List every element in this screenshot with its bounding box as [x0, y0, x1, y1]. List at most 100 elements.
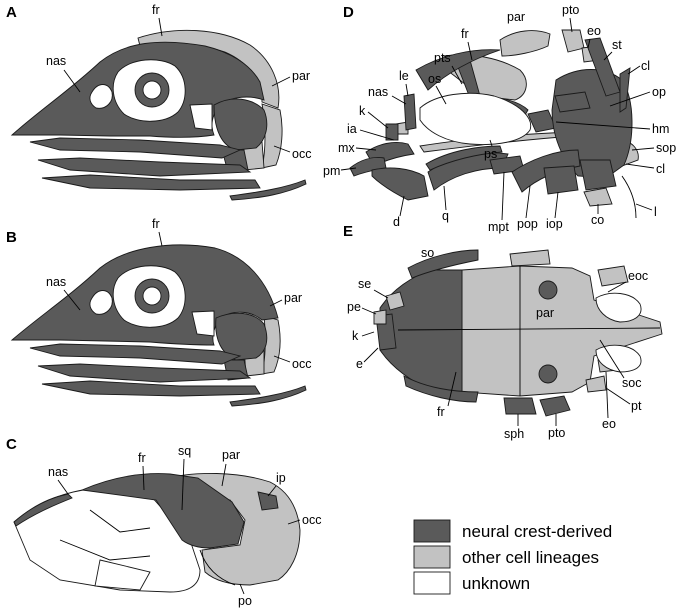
panel-c-label-nas: nas [48, 465, 68, 479]
panel-b-upper-jaw [30, 344, 240, 364]
panel-e-label-par: par [536, 306, 554, 320]
panel-d-label-os: os [428, 72, 441, 86]
panel-a-upper-jaw [30, 138, 240, 158]
panel-d-parietal [500, 31, 550, 56]
panel-d-kinethmoid [386, 124, 398, 140]
panel-c-letter: C [6, 436, 17, 453]
panel-e-par-foramen-bottom [539, 365, 557, 383]
panel-b-lower-jaw [38, 364, 250, 382]
panel-e-label-sph: sph [504, 427, 524, 441]
panel-d-label-eo: eo [587, 24, 601, 38]
panel-c-leader-po [240, 584, 244, 594]
panel-d-label-st: st [612, 38, 622, 52]
panel-e-leader-pt [606, 388, 630, 404]
panel-d: D par pto eo [323, 3, 676, 234]
panel-d-pterotic [562, 30, 584, 52]
panel-d-label-mpt: mpt [488, 220, 509, 234]
panel-e-leader-k [362, 332, 374, 336]
panel-d-label-op: op [652, 85, 666, 99]
panel-d-label-cl-top: cl [641, 59, 650, 73]
panel-a-label-fr: fr [152, 3, 160, 17]
panel-d-label-co: co [591, 213, 604, 227]
panel-d-label-k: k [359, 104, 366, 118]
panel-e-label-soc: soc [622, 376, 641, 390]
panel-d-leader-k [368, 112, 388, 128]
panel-d-leader-q [444, 186, 446, 210]
panel-d-nasal [404, 94, 416, 130]
panel-d-label-d: d [393, 215, 400, 229]
panel-b-pupil [143, 287, 161, 305]
panel-d-co [584, 188, 612, 206]
panel-c-leader-nas [58, 480, 68, 494]
panel-d-label-q: q [442, 209, 449, 223]
panel-d-label-cl-bottom: cl [656, 162, 665, 176]
panel-d-label-pm: pm [323, 164, 340, 178]
panel-e-leader-e [364, 348, 378, 362]
panel-d-l-rod [622, 176, 636, 218]
panel-d-label-pto: pto [562, 3, 579, 17]
panel-d-label-sop: sop [656, 141, 676, 155]
panel-e-leader-se [374, 290, 388, 298]
panel-d-leader-le [406, 84, 408, 96]
panel-d-leader-iop [555, 192, 558, 218]
panel-e-label-eoc: eoc [628, 269, 648, 283]
panel-a-postorbital [214, 99, 267, 150]
panel-e-label-se: se [358, 277, 371, 291]
panel-e-label-pt: pt [631, 399, 642, 413]
panel-b-label-occ: occ [292, 357, 311, 371]
panel-c-label-po: po [238, 594, 252, 608]
panel-a-label-par: par [292, 69, 310, 83]
panel-a-label-occ: occ [292, 147, 311, 161]
panel-a-lower-jaw [38, 158, 250, 176]
panel-d-leader-mpt [502, 172, 504, 220]
panel-d-label-fr: fr [461, 27, 469, 41]
panel-d-leader-d [400, 196, 404, 216]
panel-d-label-hm: hm [652, 122, 669, 136]
panel-b-label-par: par [284, 291, 302, 305]
panel-b-mandible [42, 381, 260, 396]
panel-e-pto-top [510, 250, 550, 266]
panel-d-iop [544, 166, 578, 194]
legend-label-other-lineages: other cell lineages [462, 548, 599, 567]
panel-d-label-ia: ia [347, 122, 357, 136]
panel-c-label-ip: ip [276, 471, 286, 485]
panel-e-label-fr: fr [437, 405, 445, 419]
panel-e-leader-eo [606, 372, 608, 418]
panel-e-label-pe: pe [347, 300, 361, 314]
panel-b-leader-fr [159, 232, 162, 246]
panel-b: B fr nas par occ [6, 217, 311, 406]
panel-e-label-pto: pto [548, 426, 565, 440]
legend-label-unknown: unknown [462, 574, 530, 593]
panel-b-label-fr: fr [152, 217, 160, 231]
panel-e-letter: E [343, 223, 353, 240]
panel-a: A fr nas par occ [6, 3, 311, 200]
panel-a-label-nas: nas [46, 54, 66, 68]
panel-d-label-nas: nas [368, 85, 388, 99]
panel-d-leader-l [636, 204, 652, 210]
panel-c: C nas fr sq par ip occ po [6, 436, 321, 608]
panel-e-label-k: k [352, 329, 359, 343]
panel-d-label-l: l [654, 205, 657, 219]
panel-d-label-mx: mx [338, 141, 355, 155]
legend-swatch-neural-crest [414, 520, 450, 542]
panel-b-label-nas: nas [46, 275, 66, 289]
panel-d-label-ps: ps [484, 147, 497, 161]
panel-a-mandible [42, 175, 260, 190]
panel-c-label-fr: fr [138, 451, 146, 465]
panel-d-dentary [372, 168, 428, 200]
panel-c-label-par: par [222, 448, 240, 462]
panel-d-label-pts: pts [434, 51, 451, 65]
legend-swatch-unknown [414, 572, 450, 594]
panel-d-label-iop: iop [546, 217, 563, 231]
panel-d-hm-rod [555, 92, 590, 112]
panel-c-label-sq: sq [178, 444, 191, 458]
panel-a-pupil [143, 81, 161, 99]
panel-d-leader-cl-bottom [626, 164, 654, 168]
legend: neural crest-derived other cell lineages… [414, 520, 612, 594]
panel-d-label-le: le [399, 69, 409, 83]
panel-d-orbit-opening [420, 93, 531, 144]
panel-d-leader-pop [526, 186, 530, 218]
panel-e-pe [374, 310, 386, 324]
panel-e-label-eo: eo [602, 417, 616, 431]
